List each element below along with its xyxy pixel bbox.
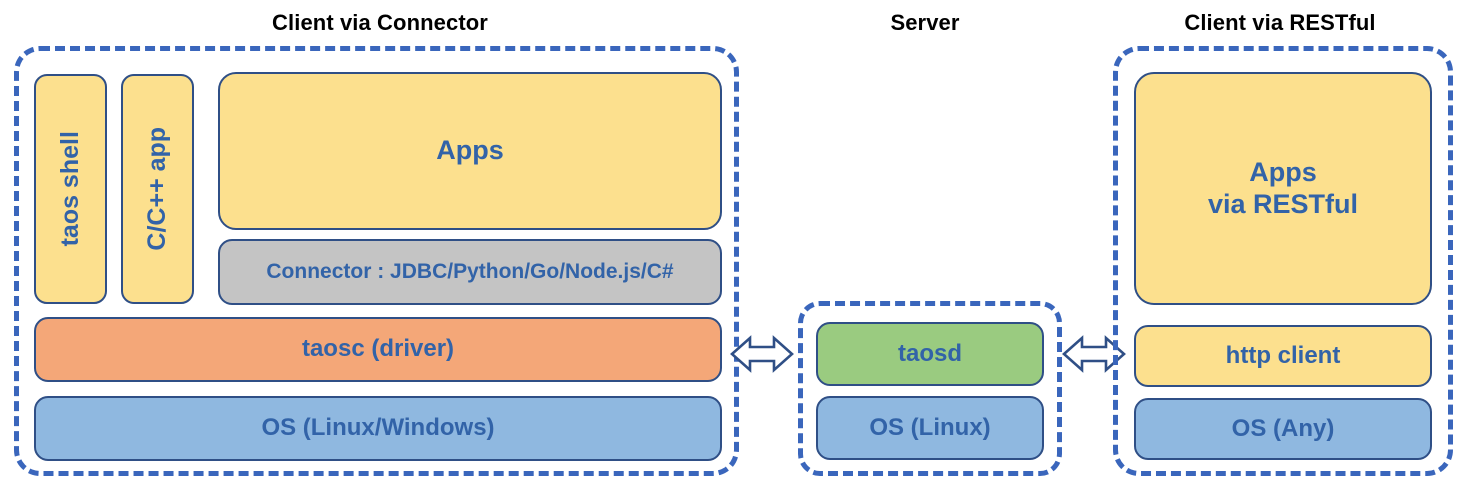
section-title-client-connector: Client via Connector	[272, 10, 488, 35]
node-apps-connector[interactable]: Apps	[218, 72, 722, 230]
node-cpp-app[interactable]: C/C++ app	[121, 74, 194, 304]
node-connector-list[interactable]: Connector : JDBC/Python/Go/Node.js/C#	[218, 239, 722, 305]
group-client-via-connector	[14, 46, 739, 476]
node-os-linux-windows[interactable]: OS (Linux/Windows)	[34, 396, 722, 461]
section-title-client-restful: Client via RESTful	[1184, 10, 1376, 35]
node-cpp-app-label: C/C++ app	[142, 127, 171, 251]
node-taosd[interactable]: taosd	[816, 322, 1044, 386]
double-headed-arrow-left-icon	[730, 335, 794, 373]
node-taos-shell[interactable]: taos shell	[34, 74, 107, 304]
node-taosc-driver[interactable]: taosc (driver)	[34, 317, 722, 382]
node-os-any[interactable]: OS (Any)	[1134, 398, 1432, 460]
group-client-via-restful	[1113, 46, 1453, 476]
group-server	[798, 301, 1062, 476]
node-os-linux[interactable]: OS (Linux)	[816, 396, 1044, 460]
node-taos-shell-label: taos shell	[55, 131, 84, 247]
node-http-client[interactable]: http client	[1134, 325, 1432, 387]
section-title-server: Server	[890, 10, 960, 35]
double-headed-arrow-right-icon	[1062, 335, 1126, 373]
node-apps-via-restful[interactable]: Apps via RESTful	[1134, 72, 1432, 305]
